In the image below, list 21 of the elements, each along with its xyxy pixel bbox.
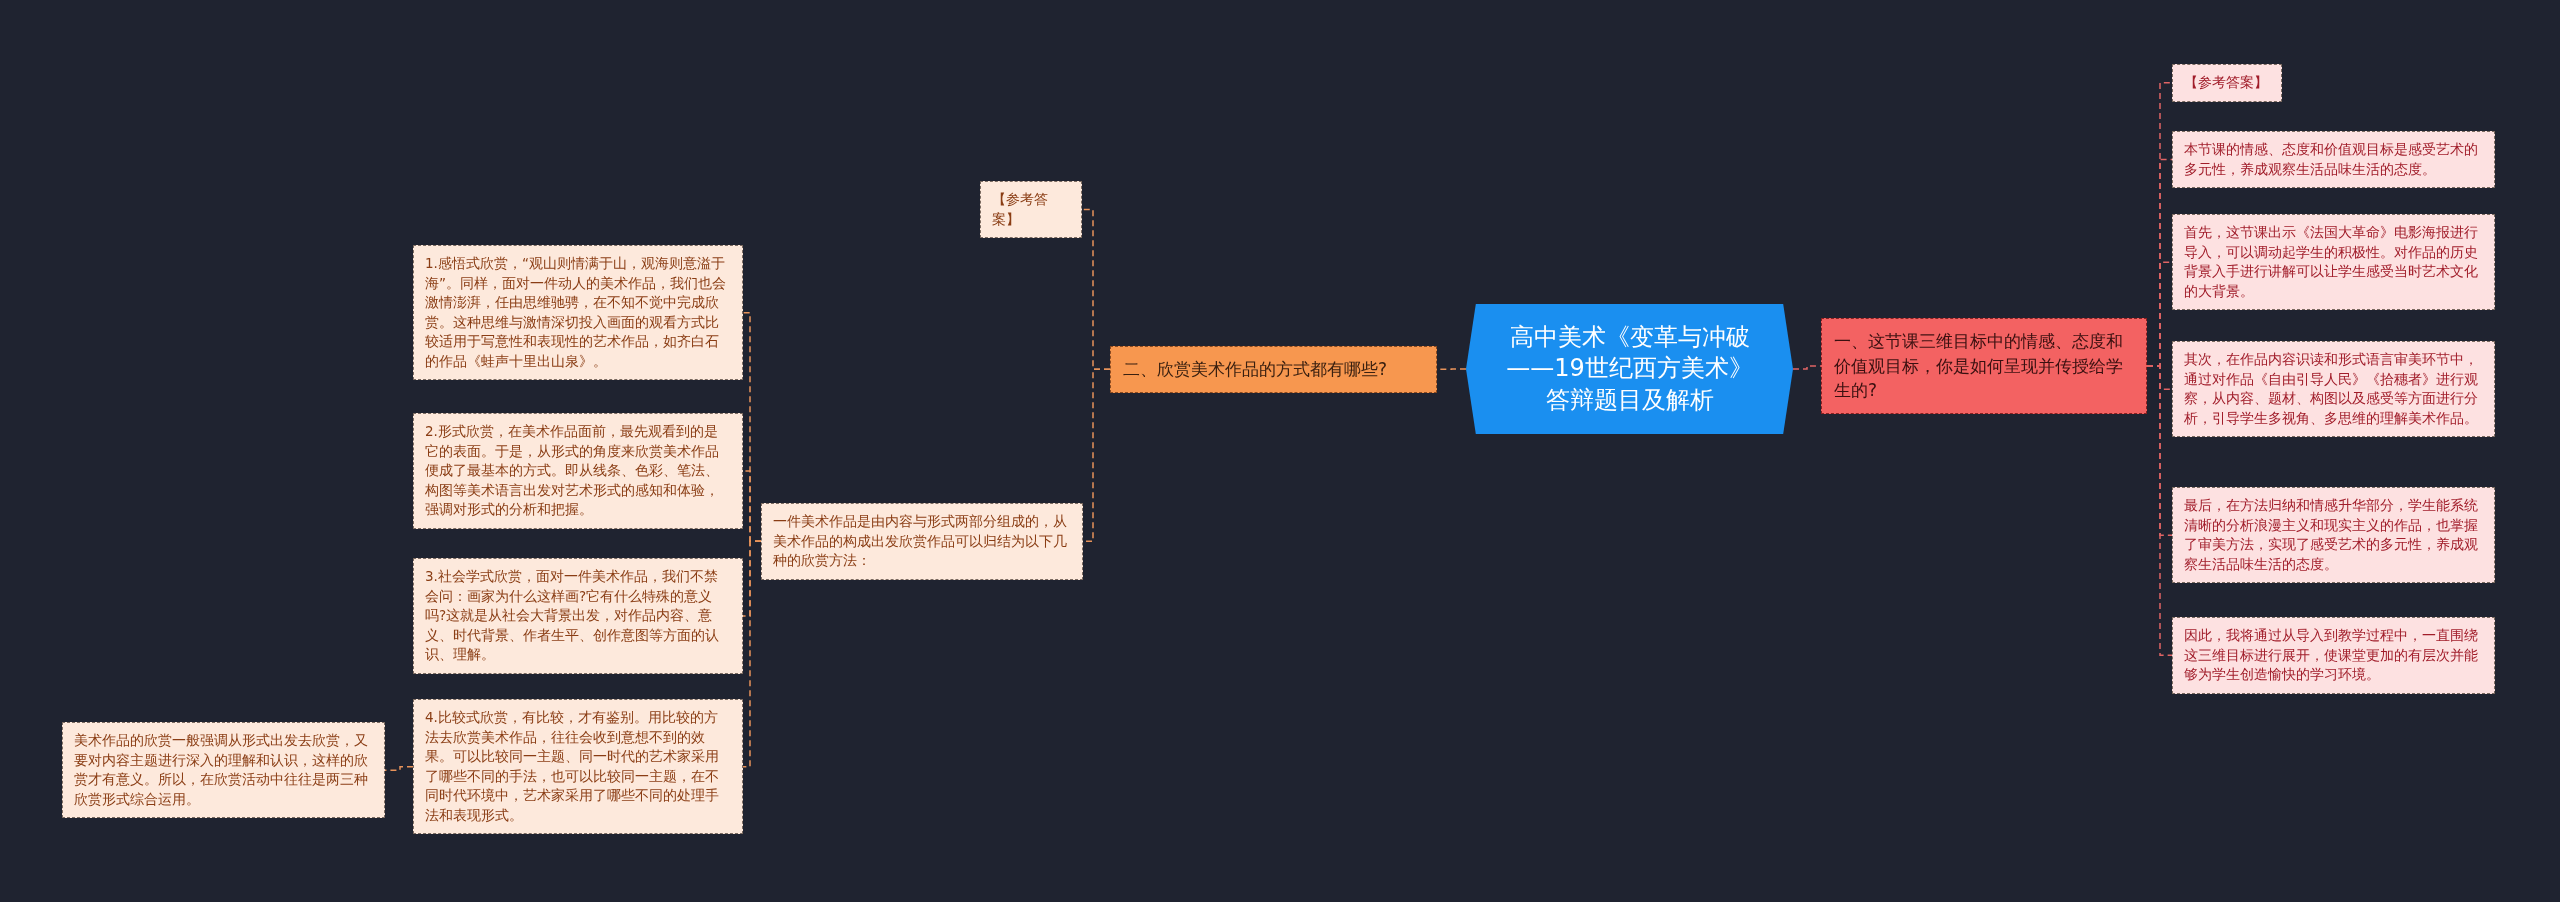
- branch-topic: 一、这节课三维目标中的情感、态度和价值观目标，你是如何呈现并传授给学生的?: [1821, 318, 2147, 414]
- note-card: 3.社会学式欣赏，面对一件美术作品，我们不禁会问：画家为什么这样画?它有什么特殊的意义吗?这就是从社会大背景出发，对作品内容、意义、时代背景、作者生平、创作意图等方面的认识、理解。: [413, 558, 743, 674]
- connector-line: [1792, 365, 1822, 370]
- connector-line: [2146, 365, 2173, 657]
- note-card: 其次，在作品内容识读和形式语言审美环节中，通过对作品《自由引导人民》《拾穗者》进行观察，从内容、题材、构图以及感受等方面进行分析，引导学生多视角、多思维的理解美术作品。: [2172, 341, 2495, 438]
- note-card: 本节课的情感、态度和价值观目标是感受艺术的多元性，养成观察生活品味生活的态度。: [2172, 131, 2495, 189]
- note-card: 【参考答案】: [2172, 64, 2282, 102]
- note-card: 首先，这节课出示《法国大革命》电影海报进行导入，可以调动起学生的积极性。对作品的历史背景入手进行讲解可以让学生感受当时艺术文化的大背景。: [2172, 214, 2495, 311]
- note-card: 【参考答案】: [980, 181, 1082, 239]
- connector-line: [742, 540, 762, 768]
- note-card: 美术作品的欣赏一般强调从形式出发去欣赏，又要对内容主题进行深入的理解和认识，这样的欣赏才有意义。所以，在欣赏活动中往往是两三种欣赏形式综合运用。: [62, 722, 385, 819]
- branch-topic: 二、欣赏美术作品的方式都有哪些?: [1110, 346, 1437, 393]
- topic-title: 高中美术《变革与冲破——19世纪西方美术》答辩题目及解析: [1505, 322, 1754, 416]
- note-card: 一件美术作品是由内容与形式两部分组成的，从美术作品的构成出发欣赏作品可以归结为以下几种的欣赏方法：: [761, 503, 1083, 580]
- note-card: 因此，我将通过从导入到教学过程中，一直围绕这三维目标进行展开，使课堂更加的有层次并能够为学生创造愉快的学习环境。: [2172, 617, 2495, 694]
- note-card: 2.形式欣赏，在美术作品面前，最先观看到的是它的表面。于是，从形式的角度来欣赏美术作品便成了最基本的方式。即从线条、色彩、笔法、构图等美术语言出发对艺术形式的感知和体验，强调对形式的分析和把握。: [413, 413, 743, 529]
- note-card: 1.感悟式欣赏，“观山则情满于山，观海则意溢于海”。同样，面对一件动人的美术作品，我们也会激情澎湃，任由思维驰骋，在不知不觉中完成欣赏。这种思维与激情深切投入画面的观看方式比较适用于写意性和表现性的艺术作品，如齐白石的作品《蛙声十里出山泉》。: [413, 245, 743, 381]
- connector-line: [384, 765, 414, 771]
- note-card: 最后，在方法归纳和情感升华部分，学生能系统清晰的分析浪漫主义和现实主义的作品，也掌握了审美方法，实现了感受艺术的多元性，养成观察生活品味生活的态度。: [2172, 487, 2495, 584]
- note-card: 4.比较式欣赏，有比较，才有鉴别。用比较的方法去欣赏美术作品，往往会收到意想不到的效果。可以比较同一主题、同一时代的艺术家采用了哪些不同的手法，也可以比较同一主题，在不同时代环境中，艺术家采用了哪些不同的处理手法和表现形式。: [413, 699, 743, 835]
- topic-hexagon: [1466, 304, 1793, 434]
